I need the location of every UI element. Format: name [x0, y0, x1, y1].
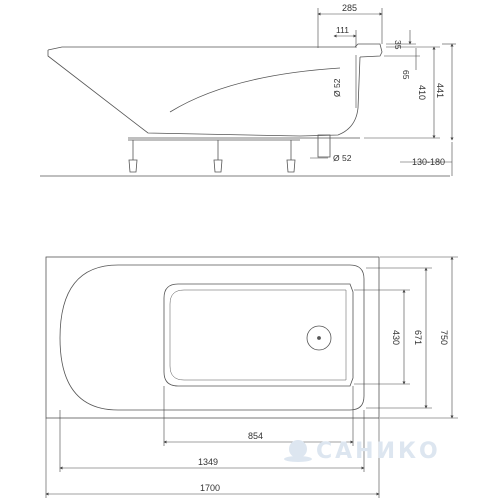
dim-671: 671 [413, 330, 423, 345]
dim-111: 111 [336, 25, 349, 35]
tub-inner-bowl [59, 264, 365, 411]
tub-inner-line [169, 67, 341, 113]
dim-diameter-52-upper: Ø 52 [332, 78, 342, 97]
tub-legs [128, 140, 296, 173]
dim-35: 35 [393, 40, 403, 50]
dim-441: 441 [435, 83, 445, 98]
side-view-dimensions [310, 8, 456, 176]
dim-285: 285 [342, 3, 357, 13]
drain-circle [306, 325, 332, 351]
dim-diameter-52-lower: Ø 52 [333, 153, 352, 163]
dim-130-180: 130-180 [412, 157, 445, 167]
side-view [40, 43, 450, 177]
top-view [45, 256, 380, 419]
tub-outer-shell [47, 50, 361, 137]
tub-seat-panel [163, 283, 354, 387]
dim-854: 854 [248, 431, 263, 441]
watermark-text: САНИКО [316, 439, 441, 464]
dim-750: 750 [439, 330, 449, 345]
watermark-logo-icon [284, 440, 312, 462]
top-view-dimensions [45, 256, 458, 498]
dim-1700: 1700 [200, 483, 220, 493]
tub-seat-inner [169, 289, 347, 381]
dim-1349: 1349 [198, 457, 218, 467]
tub-outer-rect [45, 256, 380, 419]
tub-rim [47, 43, 383, 58]
drain-pipe [317, 134, 331, 158]
dim-430: 430 [391, 330, 401, 345]
dim-410: 410 [417, 85, 427, 100]
drain-center [317, 336, 321, 340]
watermark: САНИКО [284, 439, 441, 464]
dim-65: 65 [401, 70, 411, 80]
